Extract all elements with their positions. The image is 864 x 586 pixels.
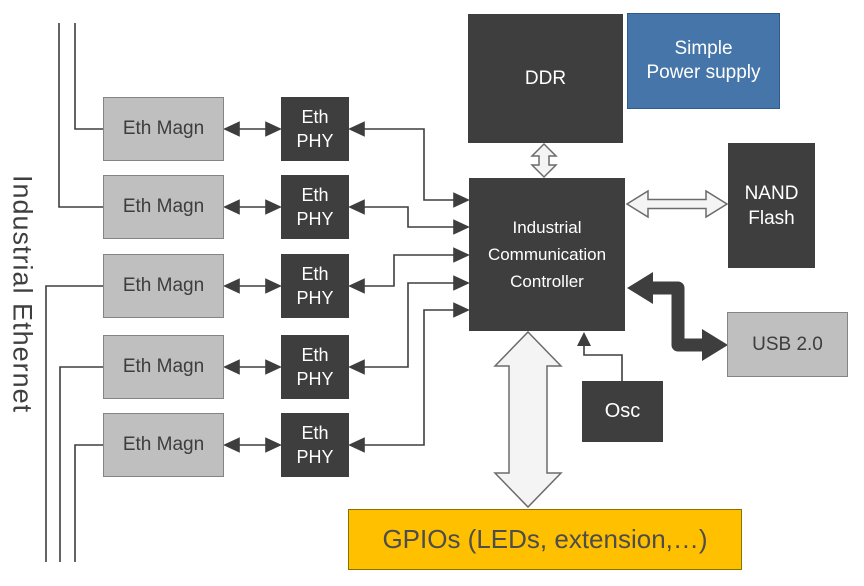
osc-controller-arrow (577, 332, 623, 381)
eth-phy-box-4: Eth PHY (281, 335, 349, 399)
eth-magn-box-1: Eth Magn (103, 97, 224, 161)
phy-controller-connectors (348, 121, 470, 453)
osc-box: Osc (582, 381, 663, 442)
magn-phy-connector-5 (223, 437, 282, 453)
eth-magn-box-4: Eth Magn (103, 335, 224, 399)
phy-controller-connector-4 (348, 275, 470, 375)
eth-phy-box-5: Eth PHY (281, 413, 349, 477)
eth-phy-box-2: Eth PHY (281, 175, 349, 239)
nand-flash-box: NAND Flash (728, 143, 815, 268)
magn-phy-connectors (223, 121, 282, 453)
ddr-controller-arrow (530, 142, 558, 179)
bus-line-2 (58, 23, 103, 208)
controller-gpio-arrow (493, 330, 563, 509)
industrial-ethernet-label: Industrial Ethernet (7, 174, 38, 414)
eth-magn-box-5: Eth Magn (103, 413, 224, 477)
magn-phy-connector-3 (223, 278, 282, 294)
magn-phy-connector-4 (223, 359, 282, 375)
bus-line-3 (45, 285, 103, 562)
controller-usb-arrow (627, 272, 728, 361)
phy-controller-connector-3 (348, 247, 470, 294)
controller-nand-arrow (625, 189, 729, 219)
ddr-box: DDR (468, 14, 623, 143)
eth-phy-box-1: Eth PHY (281, 97, 349, 161)
phy-controller-connector-5 (348, 302, 470, 453)
magn-phy-connector-2 (223, 199, 282, 215)
phy-controller-connector-1 (348, 121, 470, 208)
open-arrows (493, 142, 729, 509)
usb-box: USB 2.0 (727, 312, 848, 377)
bus-line-5 (74, 444, 103, 562)
magn-phy-connector-1 (223, 121, 282, 137)
bus-line-4 (59, 366, 103, 562)
eth-magn-box-3: Eth Magn (103, 254, 224, 318)
gpio-box: GPIOs (LEDs, extension,…) (348, 509, 742, 570)
phy-controller-connector-2 (348, 199, 470, 235)
bus-line-1 (74, 23, 103, 130)
controller-box: Industrial Communication Controller (469, 178, 625, 331)
eth-magn-box-2: Eth Magn (103, 175, 224, 239)
ethernet-bus-lines (45, 23, 103, 562)
power-supply-box: Simple Power supply (627, 13, 780, 109)
eth-phy-box-3: Eth PHY (281, 254, 349, 318)
